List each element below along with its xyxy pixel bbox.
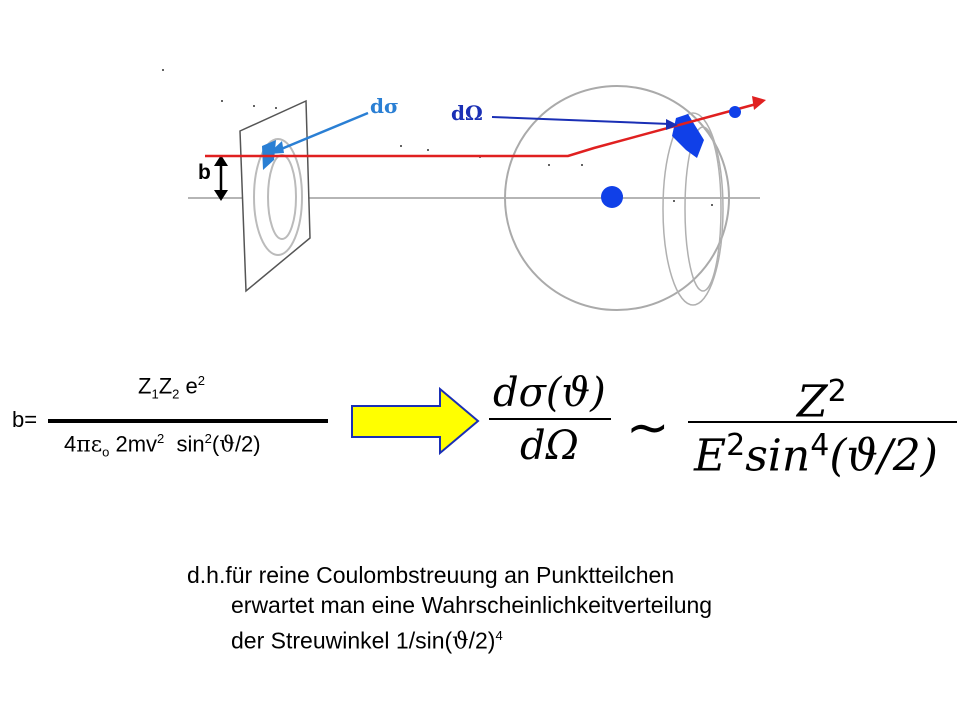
line3-suffix: /2) [468, 627, 496, 654]
implication-arrow [351, 386, 480, 456]
b-label: b [198, 161, 211, 184]
domega-pointer [491, 116, 678, 130]
cs-arg: (ϑ/2) [829, 430, 938, 482]
num-z2: Z [158, 373, 173, 399]
num-e: e [185, 373, 198, 399]
den-open: ( [211, 431, 220, 457]
sphere-ring-outer [662, 112, 724, 306]
scattered-particle [729, 106, 741, 118]
den-epsilon: ε [90, 432, 103, 458]
annulus-outer [253, 138, 303, 256]
cs-denominator-right: E2sin4(ϑ/2) [694, 428, 938, 482]
cs-sin-exp: 4 [810, 428, 830, 463]
den-2mv-exp: 2 [157, 431, 165, 446]
den-sin: sin [176, 431, 205, 457]
den-epsilon-sub: o [102, 444, 110, 460]
line3-theta: ϑ [452, 628, 469, 655]
entrance-plane [239, 99, 311, 293]
den-2mv: 2mv [115, 431, 158, 457]
cs-numerator-right: Z2 [797, 374, 847, 428]
target-nucleus [601, 186, 623, 208]
dsigma-label: dσ [370, 94, 399, 118]
cs-e: E [694, 430, 727, 482]
impact-parameter-arrow [214, 155, 228, 201]
cs-e-exp: 2 [726, 428, 746, 463]
cs-z-exp: 2 [827, 374, 847, 409]
domega-label: dΩ [451, 101, 483, 125]
explanation-line-3: der Streuwinkel 1/sin(ϑ/2)4 [231, 621, 503, 657]
num-z-sub1: 1 [151, 386, 159, 402]
den-theta: ϑ [219, 432, 235, 458]
detector-sphere [504, 85, 730, 311]
particle-trajectory [205, 96, 766, 158]
den-sin-exp: 2 [204, 431, 212, 446]
cs-denominator-left: dΩ [520, 423, 579, 469]
dsigma-pointer [268, 111, 369, 154]
b-numerator: Z1Z2 e2 [138, 373, 205, 402]
sphere-ring-inner [684, 126, 722, 292]
b-denominator: 4πεo 2mv2 sin2(ϑ/2) [64, 431, 261, 460]
num-z: Z [138, 373, 152, 399]
line3-prefix: der Streuwinkel 1/sin( [231, 627, 453, 654]
explanation-line-1: d.h.für reine Coulombstreuung an Punktte… [187, 562, 675, 588]
b-lhs: b= [12, 407, 38, 432]
num-z-sub2: 2 [172, 386, 180, 402]
cs-numerator-left: dσ(ϑ) [493, 370, 606, 416]
line3-exp: 4 [495, 628, 503, 643]
num-e-exp: 2 [197, 373, 205, 388]
den-close: /2) [234, 431, 261, 457]
explanation-line-2: erwartet man eine Wahrscheinlichkeitvert… [231, 592, 713, 618]
cs-sim: ~ [626, 398, 670, 458]
cs-sin: sin [745, 430, 811, 482]
den-pi: π [76, 432, 91, 458]
cs-z: Z [797, 376, 828, 428]
den-four: 4 [64, 431, 77, 457]
